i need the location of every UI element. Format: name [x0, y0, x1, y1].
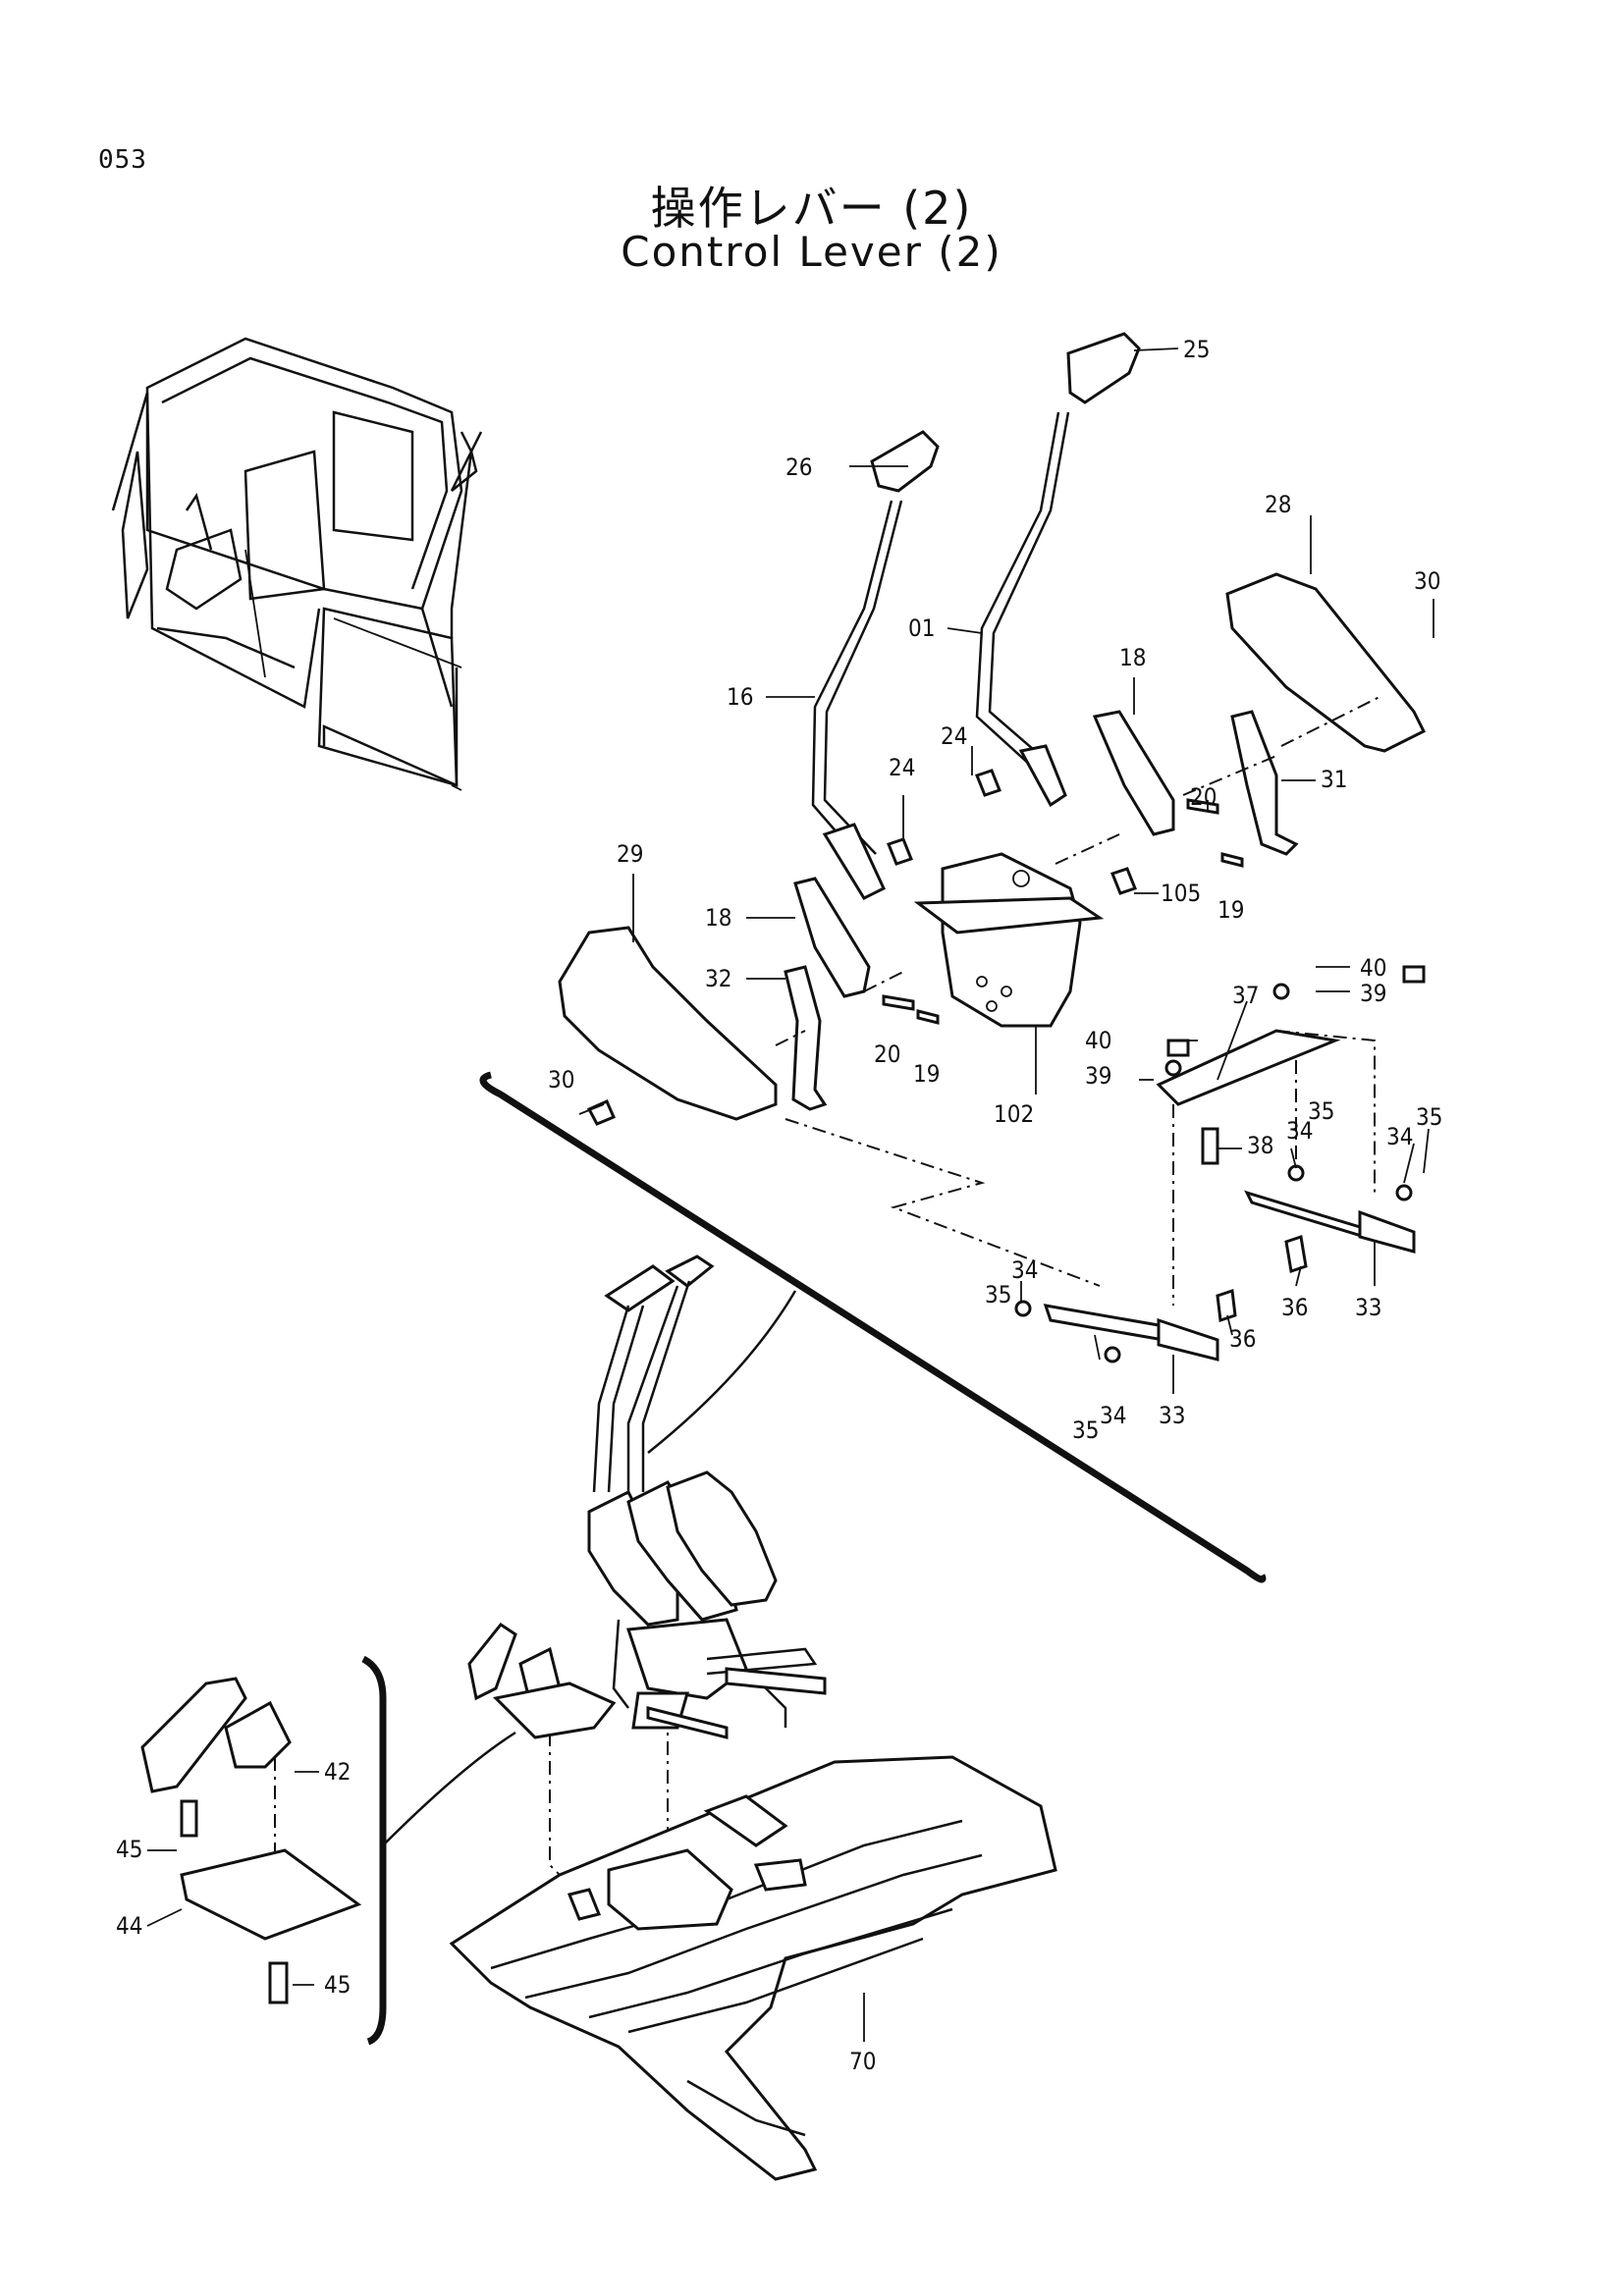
page-title-english: Control Lever (2)	[621, 228, 1002, 276]
leader-lines	[146, 347, 1434, 2042]
callout-42: 42	[324, 1758, 351, 1786]
zoom-pointer-upper	[647, 1290, 797, 1454]
callout-28: 28	[1265, 491, 1291, 518]
callout-35-c: 35	[985, 1281, 1011, 1308]
spring-rod-33-left	[1043, 1304, 1219, 1362]
callout-70: 70	[849, 2048, 876, 2075]
callout-45-lower: 45	[324, 1971, 351, 1999]
callout-20-upper: 20	[1190, 783, 1217, 811]
zoom-bracket-upper	[479, 1071, 1267, 1583]
callout-24-upper: 24	[941, 722, 967, 750]
assembled-control-stand	[587, 1255, 827, 1739]
page-number: 053	[98, 145, 147, 175]
callout-34-b: 34	[1386, 1123, 1413, 1150]
callout-31: 31	[1321, 766, 1347, 793]
callout-35-a: 35	[1308, 1097, 1334, 1125]
callout-38: 38	[1247, 1132, 1273, 1159]
lever-16	[811, 500, 903, 900]
cab-overview-illustration	[111, 337, 483, 791]
callout-30-upper: 30	[1414, 567, 1440, 595]
lever-01	[975, 411, 1070, 808]
callout-32: 32	[705, 965, 731, 992]
callout-33-left: 33	[1159, 1402, 1185, 1429]
callout-105: 105	[1161, 880, 1201, 907]
callout-16: 16	[727, 683, 753, 711]
floor-plate-70	[449, 1755, 1057, 2181]
callout-34-a: 34	[1286, 1117, 1313, 1145]
callout-35-b: 35	[1416, 1103, 1442, 1131]
callout-25: 25	[1183, 336, 1210, 363]
callout-35-d: 35	[1072, 1416, 1099, 1444]
callout-40-upper: 40	[1360, 954, 1386, 982]
callout-36-left: 36	[1229, 1325, 1256, 1353]
callout-37: 37	[1232, 982, 1259, 1009]
callout-39-upper: 39	[1360, 980, 1386, 1007]
bracket-32	[784, 965, 828, 1111]
callout-102: 102	[994, 1100, 1034, 1128]
callout-44: 44	[116, 1912, 142, 1940]
callout-34-d: 34	[1100, 1402, 1126, 1429]
pedal-29	[558, 926, 778, 1121]
callout-24-lower: 24	[889, 754, 915, 781]
bracket-31	[1230, 710, 1299, 856]
callout-36-right: 36	[1281, 1294, 1308, 1321]
callout-20-lower: 20	[874, 1041, 900, 1068]
zoom-bracket-lower	[361, 1655, 387, 2046]
page-title-japanese: 操作レバー (2)	[650, 182, 973, 235]
spring-rod-33-right	[1244, 1190, 1416, 1254]
small-hardware	[586, 769, 1426, 1363]
callout-19-upper: 19	[1217, 896, 1244, 924]
callout-30-lower: 30	[548, 1066, 574, 1094]
callout-39-lower: 39	[1085, 1062, 1111, 1090]
knob-26	[870, 430, 940, 493]
pilot-valve-102	[913, 852, 1105, 1028]
callout-40-lower: 40	[1085, 1027, 1111, 1054]
zoom-pointer-lower	[382, 1731, 516, 1846]
knob-25	[1066, 332, 1141, 404]
small-pedal-assembly	[467, 1622, 617, 1739]
callout-29: 29	[617, 840, 643, 868]
pedal-28	[1225, 572, 1427, 753]
bracket-18-upper	[1092, 710, 1175, 836]
callout-33-right: 33	[1355, 1294, 1381, 1321]
callout-19-lower: 19	[913, 1060, 940, 1088]
pedal-42-detail	[140, 1677, 362, 2004]
callout-34-c: 34	[1011, 1256, 1038, 1284]
callout-18-lower: 18	[705, 904, 731, 932]
plate-37	[1156, 1029, 1341, 1106]
callout-01: 01	[908, 614, 935, 642]
callout-45-upper: 45	[116, 1836, 142, 1863]
callout-26: 26	[785, 454, 812, 481]
callout-18-upper: 18	[1119, 644, 1146, 671]
connector-lines	[274, 696, 1380, 1895]
